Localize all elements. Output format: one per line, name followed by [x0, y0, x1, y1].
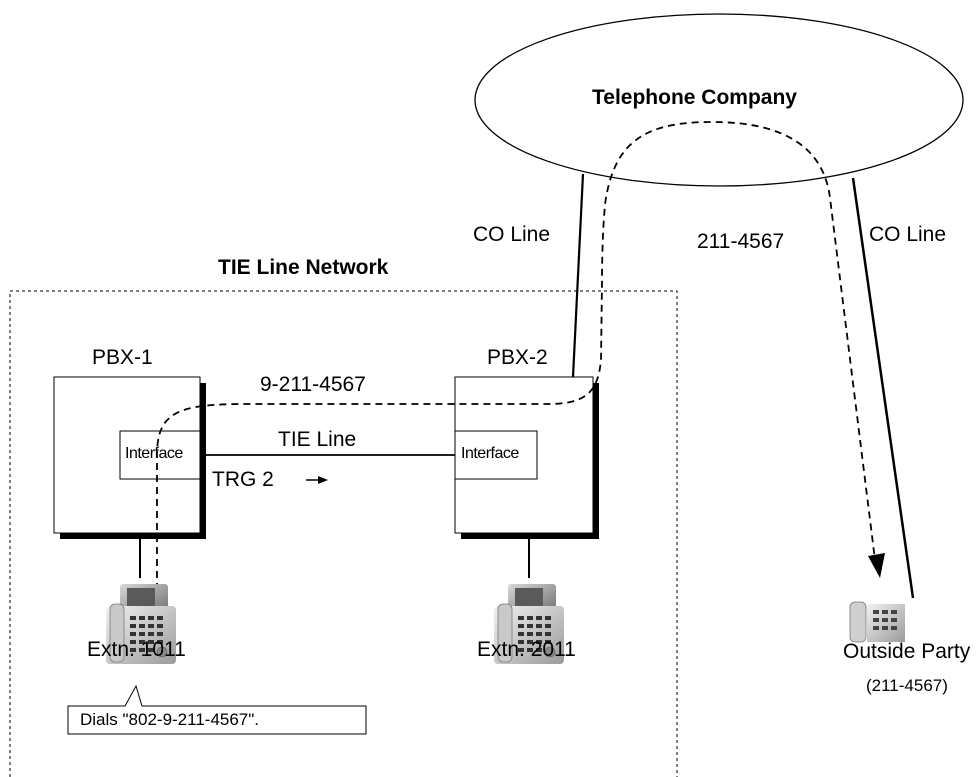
telephone-company-ellipse — [474, 13, 964, 187]
extn2-label: Extn. 2011 — [477, 638, 576, 661]
phone-icon-outside-party — [849, 601, 905, 643]
trg-arrow-head — [318, 476, 328, 484]
tie-network-boundary — [9, 290, 678, 777]
outside-party-label: Outside Party — [843, 640, 971, 663]
co-line-left-label: CO Line — [473, 223, 551, 246]
phone-icon-extn1011 — [106, 584, 176, 664]
tie-network-label: TIE Line Network — [218, 256, 389, 279]
outside-number-label: (211-4567) — [866, 676, 948, 695]
dialed-number-label: 211-4567 — [697, 230, 785, 253]
tie-line-label: TIE Line — [278, 428, 357, 451]
phone-icon-extn2011 — [494, 584, 564, 664]
dial-string-label: 9-211-4567 — [260, 373, 366, 396]
co-line-right-label: CO Line — [869, 223, 947, 246]
extn1-label: Extn. 1011 — [87, 638, 186, 661]
call-path-arrowhead — [868, 553, 885, 578]
callout-text: Dials "802-9-211-4567". — [80, 710, 260, 729]
pbx2-interface-label: Interface — [461, 445, 519, 462]
pbx1-interface-box — [119, 430, 201, 480]
telephone-company-label: Telephone Company — [592, 86, 797, 109]
callout-box — [67, 684, 367, 735]
co-line-right — [851, 177, 915, 599]
pbx1-interface-label: Interface — [125, 445, 183, 462]
pbx1-label: PBX-1 — [92, 346, 153, 369]
call-path — [156, 121, 877, 590]
pbx2-label: PBX-2 — [487, 346, 548, 369]
pbx2-interface-box — [454, 430, 538, 480]
co-line-left — [571, 173, 585, 378]
trg-label: TRG 2 — [212, 468, 274, 491]
